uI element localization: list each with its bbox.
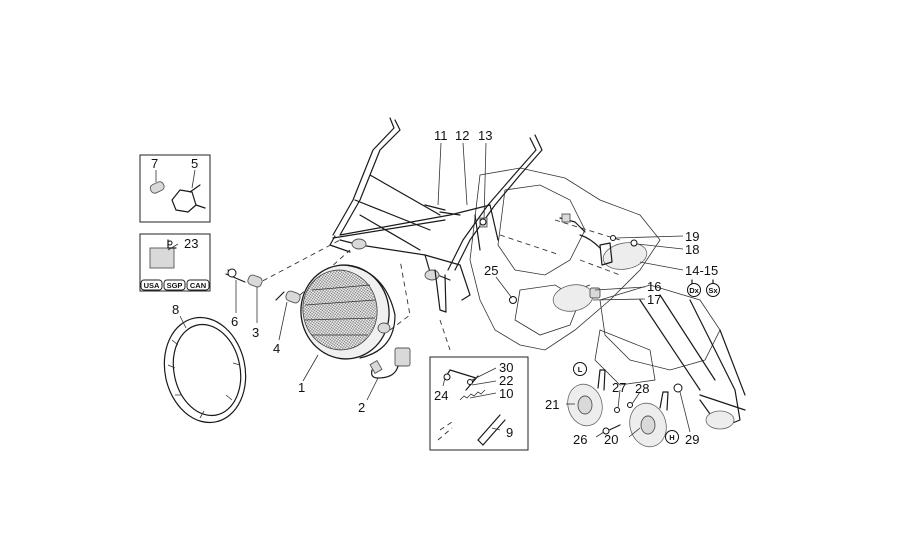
callout-7: 7 <box>151 156 158 171</box>
callout-29: 29 <box>685 432 699 447</box>
market-tag-sgp: SGP <box>167 281 183 290</box>
side-mark-right-circle <box>687 283 701 297</box>
headlight-unit <box>300 264 396 360</box>
callout-27: 27 <box>612 380 626 395</box>
callout-6: 6 <box>231 314 238 329</box>
callout-26: 26 <box>573 432 587 447</box>
horn-high <box>629 391 669 448</box>
side-marks: Dx Sx <box>687 279 720 297</box>
horn-low <box>567 369 606 427</box>
callout-13: 13 <box>478 128 492 143</box>
side-mark-left: Sx <box>708 286 718 295</box>
callout-16: 16 <box>647 279 661 294</box>
market-tag-usa-box <box>140 279 163 291</box>
frame-background-outline <box>469 167 746 430</box>
horn-fasteners <box>602 383 683 435</box>
callout-1: 1 <box>298 380 305 395</box>
callout-20: 20 <box>604 432 618 447</box>
callout-8: 8 <box>172 302 179 317</box>
callout-30: 30 <box>499 360 513 375</box>
callout-9: 9 <box>506 425 513 440</box>
spring-detail-box <box>429 356 529 451</box>
horn-marks: L H <box>573 362 679 444</box>
callout-5: 5 <box>191 156 198 171</box>
callout-21: 21 <box>545 397 559 412</box>
side-mark-left-circle <box>706 283 720 297</box>
callout-28: 28 <box>635 381 649 396</box>
market-tag-can-box <box>186 279 210 291</box>
market-tags: USA SGP CAN <box>140 279 210 291</box>
callout-24: 24 <box>434 388 448 403</box>
market-tag-can: CAN <box>190 281 206 290</box>
callout-leaders <box>155 142 691 438</box>
horn-mark-high: H <box>669 433 674 442</box>
callout-2: 2 <box>358 400 365 415</box>
horn-mark-high-circle <box>665 430 679 444</box>
headlight-fasteners <box>225 268 301 304</box>
turn-indicators <box>552 213 648 312</box>
headlight-rim <box>163 316 247 424</box>
callout-3: 3 <box>252 325 259 340</box>
callout-labels: 1 2 3 4 5 6 7 8 9 10 11 12 13 14-15 16 1… <box>151 128 718 447</box>
callout-18: 18 <box>685 242 699 257</box>
callout-12: 12 <box>455 128 469 143</box>
headlight-support-frame <box>329 117 543 313</box>
callout-10: 10 <box>499 386 513 401</box>
horn-mark-low-circle <box>573 362 587 376</box>
callout-25: 25 <box>484 263 498 278</box>
callout-23: 23 <box>184 236 198 251</box>
callout-22: 22 <box>499 373 513 388</box>
callout-11: 11 <box>434 128 448 143</box>
side-mark-right: Dx <box>689 286 699 295</box>
horn-mark-low: L <box>578 365 583 374</box>
callout-14-15: 14-15 <box>685 263 718 278</box>
frame-small-parts <box>424 204 517 304</box>
headlight-wiring <box>369 347 411 379</box>
callout-4: 4 <box>273 341 280 356</box>
bulb-detail-box <box>139 154 211 223</box>
callout-19: 19 <box>685 229 699 244</box>
callout-17: 17 <box>647 292 661 307</box>
market-tag-sgp-box <box>163 279 186 291</box>
market-tag-usa: USA <box>144 281 160 290</box>
